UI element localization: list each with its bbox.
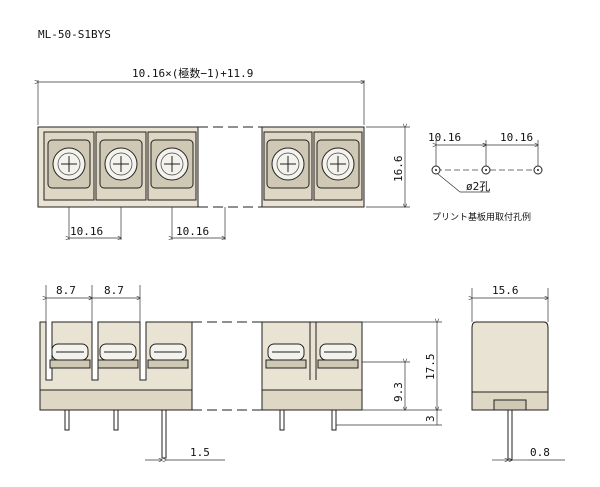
side-view: 15.6 0.8 [472,284,565,460]
pcb-pitch-2: 10.16 [500,131,533,144]
terminal-cell-4 [263,131,313,201]
terminal-cell-2 [95,131,147,201]
front-screw-2 [97,343,139,369]
front-height-total: 17.5 [424,354,437,381]
front-height-lower: 3 [424,415,437,422]
front-screw-1 [49,343,91,369]
terminal-cell-5 [313,131,363,201]
front-screw-4 [265,343,307,369]
front-screw-5 [317,343,359,369]
front-pin-dim: 1.5 [190,446,210,459]
front-view: 8.7 8.7 [39,284,442,460]
side-width: 15.6 [492,284,519,297]
overall-width-dim: 10.16×(極数−1)+11.9 [132,66,253,80]
height-dim-top: 16.6 [392,156,405,183]
front-width-2: 8.7 [104,284,124,297]
hole-dim: ø2孔 [466,180,490,193]
part-number: ML-50-S1BYS [38,28,111,41]
pcb-layout: 10.16 10.16 ø2孔 プリント基板用取付孔例 [428,131,543,223]
top-view: 10.16×(極数−1)+11.9 [38,66,410,240]
pcb-caption: プリント基板用取付孔例 [432,211,531,223]
front-width-1: 8.7 [56,284,76,297]
front-height-upper: 9.3 [392,382,405,402]
side-pin-dim: 0.8 [530,446,550,459]
pitch-dim-right: 10.16 [176,225,209,238]
terminal-cell-3 [147,131,197,201]
pitch-dim-left: 10.16 [70,225,103,238]
front-screw-3 [147,343,189,369]
terminal-cell-1 [43,131,95,201]
pcb-pitch-1: 10.16 [428,131,461,144]
